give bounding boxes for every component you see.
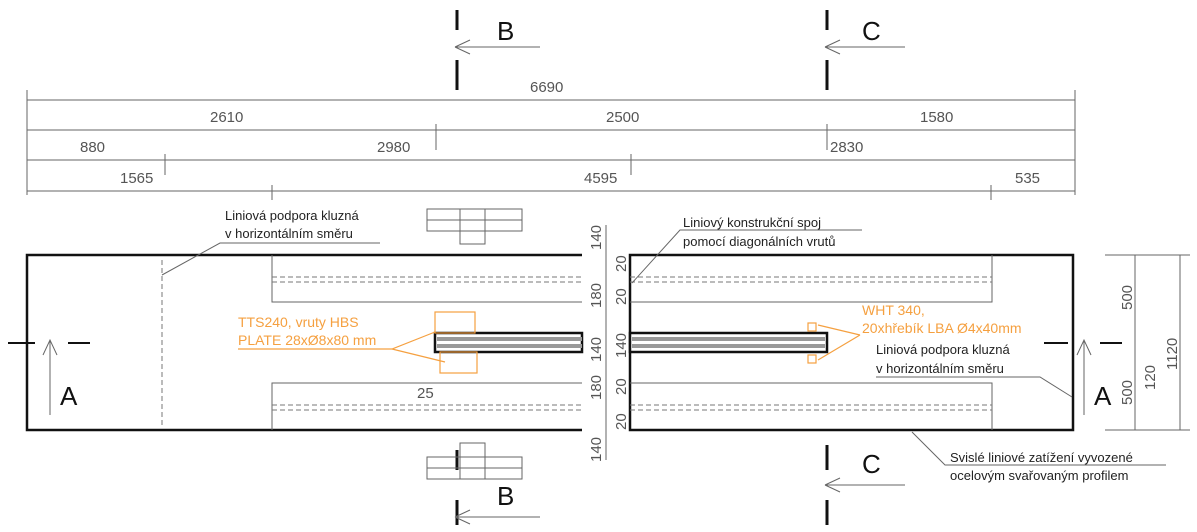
svg-text:2830: 2830 bbox=[830, 139, 863, 156]
dimension-chains: 6690 2610 2500 1580 880 2980 2830 1565 4… bbox=[26, 79, 1076, 200]
svg-text:120: 120 bbox=[1142, 365, 1159, 390]
section-cut-b-bottom: B bbox=[454, 450, 540, 525]
svg-text:1565: 1565 bbox=[120, 170, 153, 187]
svg-text:20: 20 bbox=[613, 288, 630, 305]
dim-edge: 25 bbox=[417, 385, 434, 402]
vertical-dims-joint: 140 20 180 20 140 140 180 20 20 140 25 bbox=[417, 225, 630, 462]
note-tts-screws: TTS240, vruty HBS PLATE 28xØ8x80 mm bbox=[238, 314, 446, 363]
svg-text:A: A bbox=[60, 381, 78, 411]
svg-text:500: 500 bbox=[1119, 380, 1136, 405]
svg-text:140: 140 bbox=[613, 333, 630, 358]
note-wht-anchors: WHT 340, 20xhřebík LBA Ø4x40mm bbox=[817, 302, 1022, 361]
svg-text:1120: 1120 bbox=[1164, 338, 1181, 370]
section-cut-b-top: B bbox=[454, 10, 540, 90]
svg-text:pomocí diagonálních vrutů: pomocí diagonálních vrutů bbox=[683, 234, 835, 249]
svg-text:TTS240, vruty HBS: TTS240, vruty HBS bbox=[238, 314, 359, 330]
svg-text:140: 140 bbox=[588, 225, 605, 250]
svg-text:C: C bbox=[862, 449, 881, 479]
dim-total: 6690 bbox=[530, 79, 563, 96]
note-load: Svislé liniové zatížení vyvozené ocelový… bbox=[911, 431, 1166, 483]
note-joint: Liniový konstrukční spoj pomocí diagonál… bbox=[631, 215, 862, 284]
svg-text:140: 140 bbox=[588, 337, 605, 362]
svg-text:180: 180 bbox=[588, 283, 605, 308]
svg-text:B: B bbox=[497, 481, 514, 511]
steel-profile-top bbox=[426, 208, 523, 245]
svg-text:A: A bbox=[1094, 381, 1112, 411]
slab-right bbox=[628, 253, 1075, 432]
svg-text:4595: 4595 bbox=[584, 170, 617, 187]
section-cut-c-bottom: C bbox=[824, 445, 905, 525]
svg-text:140: 140 bbox=[588, 437, 605, 462]
svg-text:1580: 1580 bbox=[920, 109, 953, 126]
svg-text:500: 500 bbox=[1119, 285, 1136, 310]
note-support-right: Liniová podpora kluzná v horizontálním s… bbox=[876, 342, 1073, 398]
svg-text:880: 880 bbox=[80, 139, 105, 156]
svg-text:20: 20 bbox=[613, 413, 630, 430]
svg-text:Liniová podpora kluzná: Liniová podpora kluzná bbox=[876, 342, 1010, 357]
steel-profile-bottom bbox=[426, 442, 523, 480]
svg-text:535: 535 bbox=[1015, 170, 1040, 187]
svg-text:20: 20 bbox=[613, 378, 630, 395]
svg-text:2980: 2980 bbox=[377, 139, 410, 156]
svg-text:2610: 2610 bbox=[210, 109, 243, 126]
svg-text:2500: 2500 bbox=[606, 109, 639, 126]
note-support-left: Liniová podpora kluzná v horizontálním s… bbox=[161, 208, 380, 276]
svg-text:180: 180 bbox=[588, 375, 605, 400]
vertical-dims-right: 500 120 500 1120 bbox=[1105, 254, 1190, 431]
section-cut-a-left: A bbox=[8, 338, 90, 415]
svg-text:B: B bbox=[497, 16, 514, 46]
svg-text:WHT 340,: WHT 340, bbox=[862, 302, 925, 318]
svg-text:Liniová podpora kluzná: Liniová podpora kluzná bbox=[225, 208, 359, 223]
section-cut-c-top: C bbox=[824, 10, 905, 90]
svg-text:20xhřebík LBA Ø4x40mm: 20xhřebík LBA Ø4x40mm bbox=[862, 320, 1022, 336]
svg-text:20: 20 bbox=[613, 255, 630, 272]
svg-text:C: C bbox=[862, 16, 881, 46]
svg-text:PLATE 28xØ8x80 mm: PLATE 28xØ8x80 mm bbox=[238, 332, 376, 348]
svg-text:v horizontálním směru: v horizontálním směru bbox=[225, 226, 353, 241]
section-cut-a-right: A bbox=[1044, 338, 1122, 415]
svg-text:Liniový konstrukční spoj: Liniový konstrukční spoj bbox=[683, 215, 821, 230]
svg-text:v horizontálním směru: v horizontálním směru bbox=[876, 361, 1004, 376]
svg-text:ocelovým svařovaným profilem: ocelovým svařovaným profilem bbox=[950, 468, 1128, 483]
svg-text:Svislé liniové zatížení vyvoze: Svislé liniové zatížení vyvozené bbox=[950, 450, 1133, 465]
